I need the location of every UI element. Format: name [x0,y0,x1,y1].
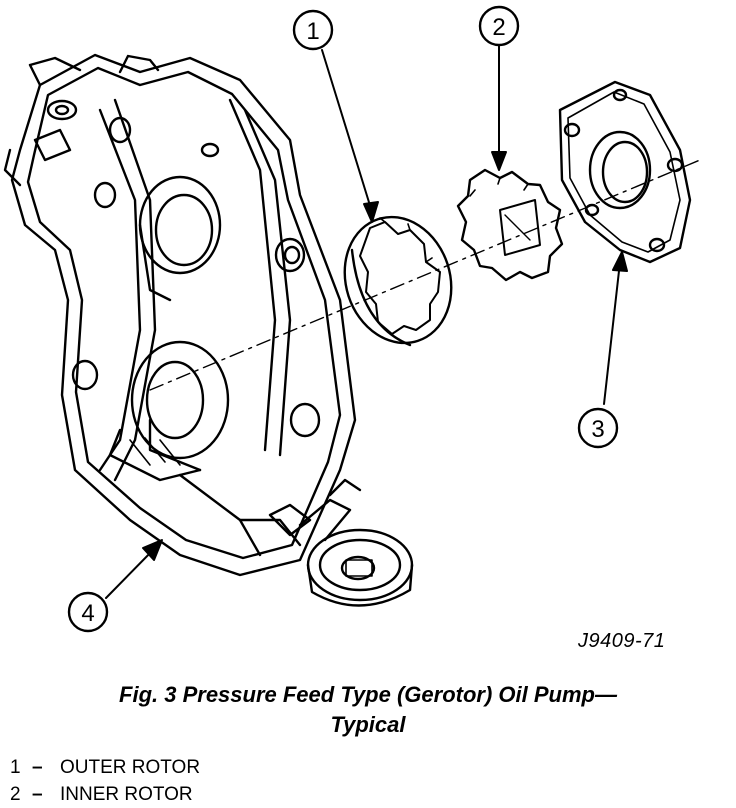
caption-line-1: Fig. 3 Pressure Feed Type (Gerotor) Oil … [119,682,617,707]
outer-rotor [343,215,453,347]
figure-code: J9409-71 [578,630,666,652]
legend-label: OUTER ROTOR [60,757,201,778]
legend-dash: – [32,784,43,805]
callout-circle-4 [67,591,109,633]
callout-number-4: 4 [81,600,94,627]
caption-line-2: Typical [330,712,406,737]
callout-circle-3 [577,407,619,449]
leader-arrow-2 [491,151,507,171]
legend-dash: – [32,757,43,778]
callout-number-2: 2 [492,14,505,41]
timing-cover-housing [3,53,414,607]
legend-item: 1–OUTER ROTOR [10,754,200,781]
leader-line-4 [105,547,156,599]
leader-line-1 [321,49,373,213]
inner-rotor [456,168,564,282]
oil-pump-diagram: 1 2 3 4 [3,5,701,633]
assembly-axis-line [149,159,701,391]
legend-label: INNER ROTOR [60,784,193,805]
leader-arrow-3 [612,251,628,272]
parts-legend: 1–OUTER ROTOR 2–INNER ROTOR [10,754,200,808]
callout-number-1: 1 [306,18,319,45]
callout-circle-1 [292,9,334,51]
leader-arrow-4 [142,539,163,561]
leader-line-3 [603,261,621,405]
pump-cover-plate [558,80,692,264]
callout-number-3: 3 [591,416,604,443]
figure-caption: Fig. 3 Pressure Feed Type (Gerotor) Oil … [0,680,736,740]
legend-number: 1 [10,757,21,778]
leader-arrow-1 [363,201,379,223]
legend-item: 2–INNER ROTOR [10,781,200,808]
callout-circle-2 [478,5,520,47]
legend-number: 2 [10,784,21,805]
